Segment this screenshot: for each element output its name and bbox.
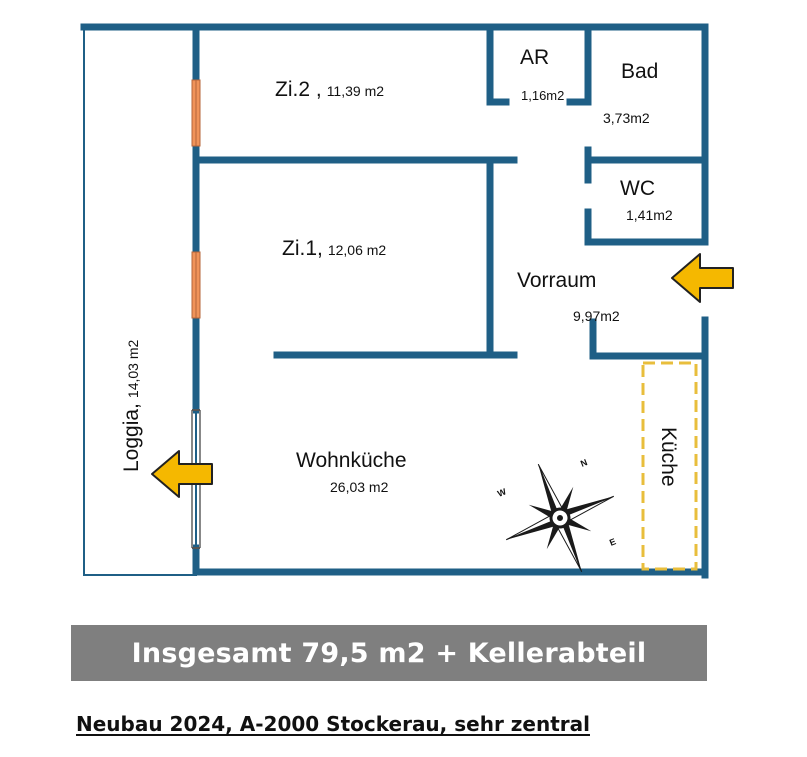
compass-east-label: E — [608, 536, 617, 548]
total-area-text: Insgesamt 79,5 m2 + Kellerabteil — [131, 637, 647, 669]
room-area-wohnkueche: 26,03 m2 — [330, 479, 389, 495]
compass-north-label: N — [579, 457, 589, 469]
room-name-wohnkueche: Wohnküche — [296, 449, 407, 472]
loggia-arrow-icon — [151, 450, 213, 498]
room-name-wc: WC — [620, 177, 655, 200]
total-area-banner: Insgesamt 79,5 m2 + Kellerabteil — [71, 625, 707, 681]
room-label-zi1: Zi.1,12,06 m2 — [282, 237, 386, 260]
compass-rose-icon — [505, 463, 615, 573]
room-name-vorraum: Vorraum — [517, 269, 596, 292]
room-name-ar: AR — [520, 46, 549, 69]
room-name-kueche: Küche — [657, 427, 680, 487]
footer-caption: Neubau 2024, A-2000 Stockerau, sehr zent… — [76, 712, 590, 736]
room-area-bad: 3,73m2 — [603, 110, 650, 126]
compass-west-label: W — [496, 486, 508, 499]
floor-plan: N E W Zi.2 ,11,39 m2 AR 1,16m2 Bad 3,73m… — [80, 23, 734, 579]
room-label-loggia: Loggia,14,03 m2 — [120, 340, 143, 472]
room-area-vorraum: 9,97m2 — [573, 308, 620, 324]
walls — [80, 23, 709, 579]
entrance-arrow-icon — [671, 253, 734, 303]
room-label-zi2: Zi.2 ,11,39 m2 — [275, 78, 384, 101]
kitchen-outline — [641, 361, 698, 571]
room-area-wc: 1,41m2 — [626, 207, 673, 223]
room-name-bad: Bad — [621, 60, 658, 83]
room-area-ar: 1,16m2 — [521, 88, 564, 103]
